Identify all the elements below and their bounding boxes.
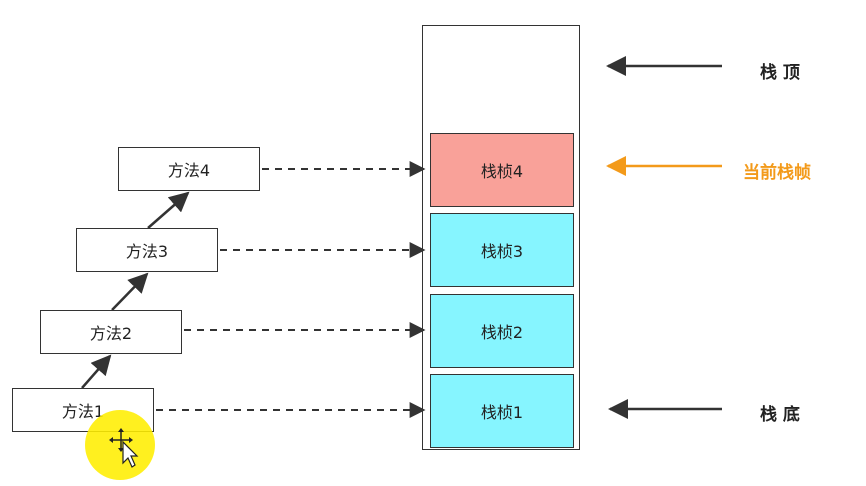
current-frame-label: 当前栈帧 [743,163,811,183]
stack-frame-4: 栈桢4 [430,133,574,207]
stack-frame-3-label: 栈桢3 [480,242,524,261]
cursor-move-icon [109,428,139,468]
method-3-box: 方法3 [76,228,218,272]
call-arrow-1-to-2 [81,354,112,389]
method-1-label: 方法1 [61,402,105,421]
stack-frame-2: 栈桢2 [430,294,574,368]
method-4-label: 方法4 [167,161,211,180]
cursor-highlight [85,410,155,480]
stack-bottom-label: 栈 底 [760,405,800,425]
method-2-label: 方法2 [89,324,133,343]
stack-frame-4-label: 栈桢4 [480,162,524,181]
stack-frame-3: 栈桢3 [430,213,574,287]
method-2-box: 方法2 [40,310,182,354]
method-4-box: 方法4 [118,147,260,191]
stack-frame-1-label: 栈桢1 [480,403,524,422]
call-arrow-2-to-3 [111,272,149,311]
stack-frame-2-label: 栈桢2 [480,323,524,342]
call-arrow-3-to-4 [147,191,190,229]
stack-top-label: 栈 顶 [760,63,800,83]
method-3-label: 方法3 [125,242,169,261]
stack-frame-1: 栈桢1 [430,374,574,448]
